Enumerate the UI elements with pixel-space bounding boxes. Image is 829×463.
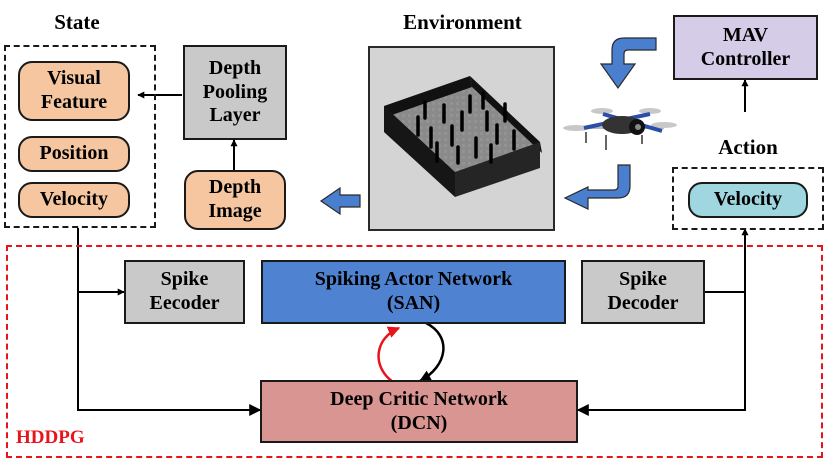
spike-decoder-line2: Decoder	[607, 292, 679, 314]
quadrotor-drone-icon	[563, 108, 677, 150]
spike-encoder-line1: Spike	[160, 268, 209, 291]
mav-controller-line2: Controller	[700, 47, 791, 70]
spiking-actor-network-box: Spiking Actor Network (SAN)	[261, 260, 566, 324]
velocity-state-label: Velocity	[39, 188, 109, 211]
state-group	[4, 45, 156, 228]
depth-image-line2: Image	[208, 200, 262, 222]
visual-feature-box: Visual Feature	[18, 61, 130, 121]
obstacle-arena-icon	[384, 76, 542, 197]
spike-encoder-box: Spike Eecoder	[124, 260, 245, 324]
depth-pooling-line1: Depth	[208, 57, 262, 80]
position-label: Position	[39, 142, 109, 165]
hddpg-label: HDDPG	[16, 427, 85, 448]
action-label: Action	[718, 135, 778, 159]
depth-pooling-line3: Layer	[209, 104, 261, 127]
spike-decoder-line1: Spike	[619, 268, 667, 291]
mav-controller-box: MAV Controller	[673, 15, 818, 80]
depth-image-line1: Depth	[208, 176, 262, 199]
environment-panel	[368, 46, 555, 231]
curved-flow-arrow-icon	[319, 37, 657, 216]
position-box: Position	[18, 136, 130, 172]
hddpg-group	[6, 245, 823, 458]
mav-controller-line1: MAV	[722, 23, 769, 46]
state-label: State	[54, 10, 100, 34]
deep-critic-network-box: Deep Critic Network (DCN)	[260, 380, 578, 443]
environment-label: Environment	[403, 10, 522, 34]
depth-pooling-line2: Pooling	[202, 80, 268, 103]
visual-feature-line2: Feature	[40, 91, 108, 113]
velocity-action-label: Velocity	[713, 188, 783, 211]
velocity-state-box: Velocity	[18, 182, 130, 218]
spike-decoder-box: Spike Decoder	[581, 260, 705, 324]
san-line2: (SAN)	[386, 292, 441, 314]
dcn-line1: Deep Critic Network	[330, 387, 508, 410]
spike-encoder-line2: Eecoder	[149, 292, 220, 314]
action-group	[672, 167, 824, 230]
dcn-line2: (DCN)	[390, 411, 448, 434]
depth-image-box: Depth Image	[184, 170, 286, 230]
visual-feature-line1: Visual	[47, 67, 101, 90]
velocity-action-box: Velocity	[688, 182, 808, 218]
san-line1: Spiking Actor Network	[314, 268, 513, 291]
depth-pooling-layer-box: Depth Pooling Layer	[183, 45, 287, 140]
